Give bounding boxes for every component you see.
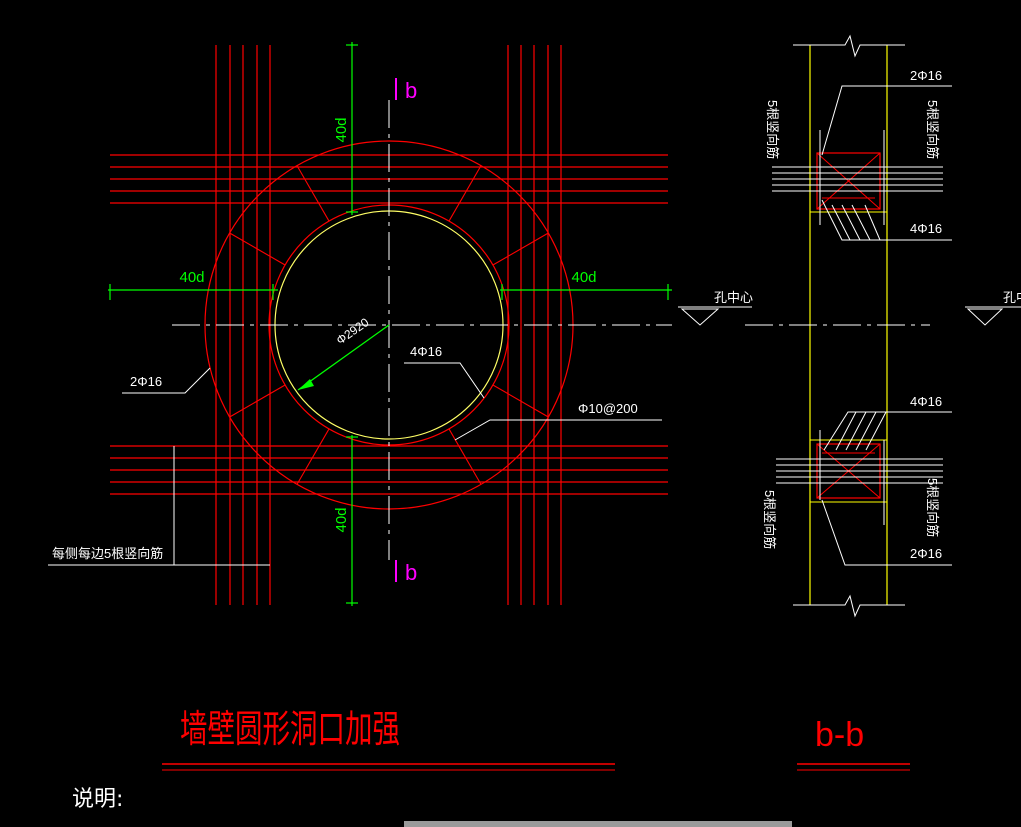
radial-stirrup (492, 232, 549, 266)
center-label-right: 孔中 (1003, 290, 1021, 305)
radial-stirrups (229, 165, 549, 485)
dimension-top (346, 42, 358, 215)
section-mark-bottom: b (405, 560, 417, 585)
notes-label: 说明: (72, 787, 123, 812)
drawing-title: 墙壁圆形洞口加强 (180, 707, 400, 751)
section-label-top-upper: 2Φ16 (910, 68, 942, 83)
dim-right-label: 40d (571, 269, 596, 286)
leader-stirrup (454, 419, 662, 441)
section-vert-label-tl: 5根竖向筋 (765, 100, 780, 159)
section-vert-label-bl: 5根竖向筋 (762, 490, 777, 549)
section-title: b-b (815, 716, 864, 754)
center-label: 孔中心 (714, 290, 753, 305)
section-vert-label-br: 5根竖向筋 (925, 478, 940, 537)
dim-bottom-label: 40d (333, 507, 350, 532)
section-mark-top: b (405, 78, 417, 103)
section-label-bottom-lower: 2Φ16 (910, 546, 942, 561)
label-stirrup: Φ10@200 (578, 401, 638, 416)
dimension-right (500, 284, 672, 300)
diameter-arrow (298, 379, 314, 390)
section-break-lines (793, 34, 905, 618)
section-label-bottom-upper: 4Φ16 (910, 394, 942, 409)
right-level-triangle (966, 308, 1004, 326)
radial-stirrup (229, 232, 286, 266)
radial-stirrup (492, 384, 549, 418)
radial-stirrup (448, 165, 482, 222)
label-side-bars: 每侧每边5根竖向筋 (52, 546, 163, 561)
center-level-triangle (680, 308, 720, 326)
diameter-leader (297, 324, 390, 391)
radial-stirrup (296, 428, 330, 485)
dim-top-label: 40d (333, 117, 350, 142)
diameter-label: Φ2920 (334, 315, 372, 347)
section-vert-label-tr: 5根竖向筋 (925, 100, 940, 159)
dimension-bottom (346, 435, 358, 606)
horizontal-scrollbar[interactable] (404, 821, 792, 827)
section-top-block (772, 152, 943, 213)
section-label-top-lower: 4Φ16 (910, 221, 942, 236)
label-2phi16-plan: 2Φ16 (130, 374, 162, 389)
radial-stirrup (448, 428, 482, 485)
leader-2phi16-plan (122, 367, 211, 394)
section-bottom-block (776, 439, 943, 503)
leader-4phi16-plan (404, 362, 485, 399)
dim-left-label: 40d (179, 269, 204, 286)
section-leaders (819, 85, 952, 566)
radial-stirrup (296, 165, 330, 222)
dimension-left (108, 284, 278, 300)
label-4phi16-plan: 4Φ16 (410, 344, 442, 359)
radial-stirrup (229, 384, 286, 418)
